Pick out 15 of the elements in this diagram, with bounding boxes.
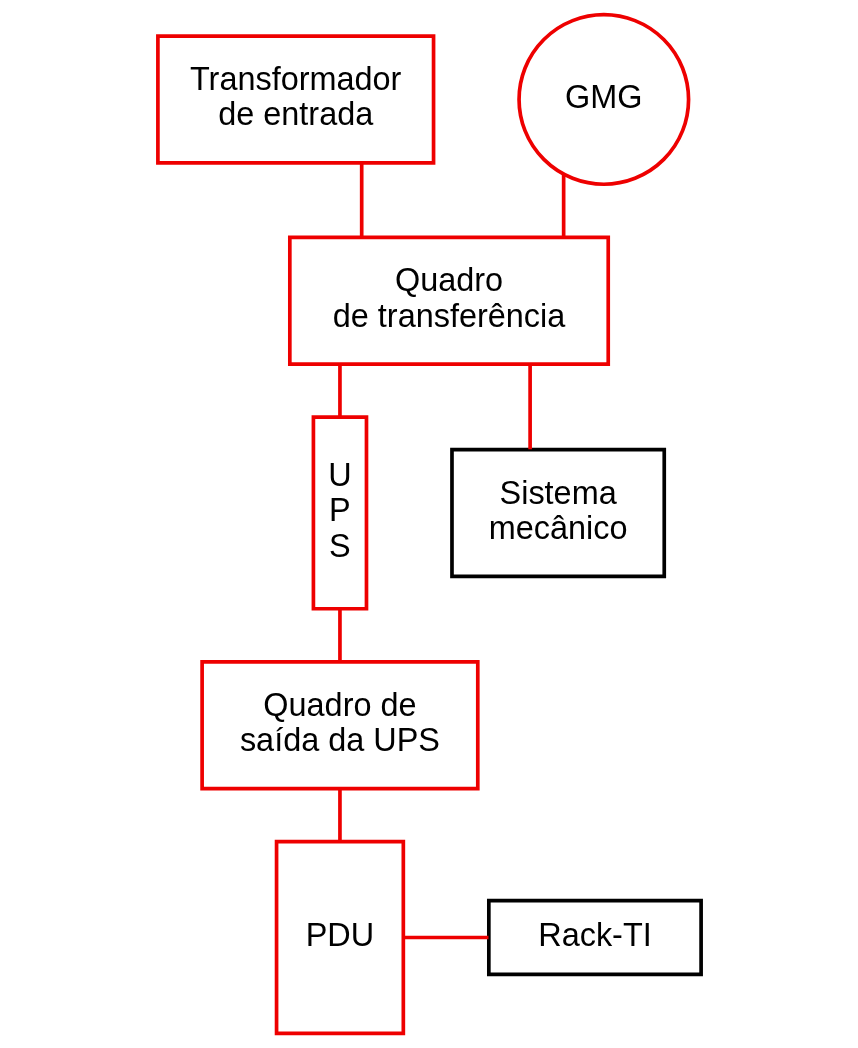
node-circle: GMG bbox=[516, 12, 690, 187]
node-box: U P S bbox=[311, 415, 368, 611]
node-box: Sistema mecânico bbox=[449, 447, 666, 579]
connector bbox=[359, 163, 364, 237]
node-box: Quadro de transferência bbox=[287, 235, 610, 366]
connector bbox=[337, 364, 342, 418]
connector bbox=[403, 935, 488, 940]
connector bbox=[561, 174, 565, 237]
connector bbox=[337, 788, 342, 842]
connector bbox=[527, 364, 532, 450]
node-box: Quadro de saída da UPS bbox=[199, 660, 480, 791]
node-box: PDU bbox=[274, 839, 405, 1036]
node-box: Rack-TI bbox=[486, 898, 703, 977]
node-box: Transformador de entrada bbox=[155, 34, 435, 165]
connector bbox=[337, 609, 342, 662]
